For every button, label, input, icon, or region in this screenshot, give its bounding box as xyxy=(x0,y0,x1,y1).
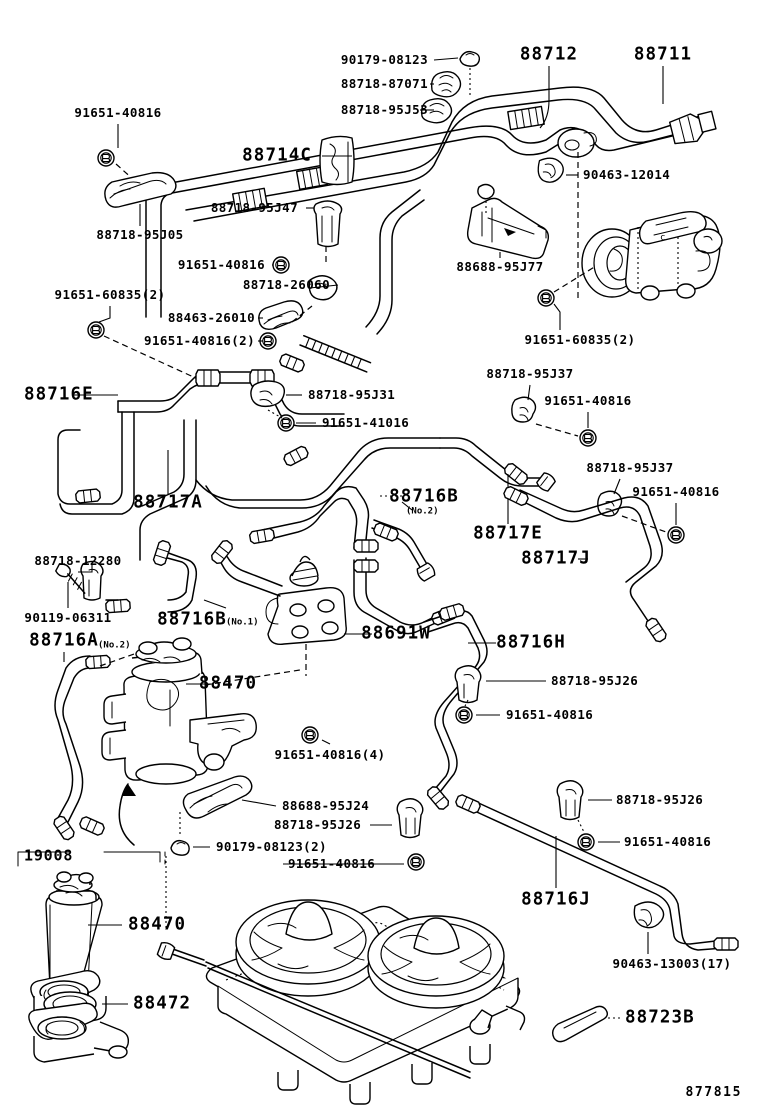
part-label-88718-95j47: 88718-95J47 xyxy=(210,199,298,215)
part-label-88716a: 88716A xyxy=(29,630,99,651)
part-label-88470: 88470 xyxy=(128,914,187,935)
part-label-91651-40816: 91651-40816 xyxy=(624,833,712,849)
part-label-88718-95j31: 88718-95J31 xyxy=(308,386,396,402)
part-label-91651-40816-4: 91651-40816(4) xyxy=(274,746,386,762)
part-label-88723b: 88723B xyxy=(625,1007,695,1028)
part-label-90463-12014: 90463-12014 xyxy=(583,166,671,182)
part-sublabel-3: (No.1) xyxy=(226,617,259,628)
part-label-88717j: 88717J xyxy=(521,548,591,569)
part-label-91651-40816-2: 91651-40816(2) xyxy=(144,332,255,348)
part-label-88714c: 88714C xyxy=(242,145,312,166)
part-label-88711: 88711 xyxy=(633,44,693,65)
part-sublabel-2: (No.2) xyxy=(98,640,131,651)
part-label-88716j: 88716J xyxy=(521,889,591,910)
part-label-88718-95j37: 88718-95J37 xyxy=(586,459,674,475)
sheet-number: 877815 xyxy=(685,1085,742,1100)
part-label-88717a: 88717A xyxy=(133,492,203,513)
part-label-88718-95j26: 88718-95J26 xyxy=(551,672,639,688)
part-label-88718-95j53: 88718-95J53 xyxy=(340,101,428,117)
part-label-91651-40816: 91651-40816 xyxy=(74,104,162,120)
part-label-88712: 88712 xyxy=(519,44,579,65)
part-label-88718-87071: 88718-87071 xyxy=(340,75,428,91)
part-label-91651-60835-2: 91651-60835(2) xyxy=(54,286,166,302)
part-label-88470: 88470 xyxy=(198,673,258,694)
part-label-88691w: 88691W xyxy=(361,623,431,644)
part-label-88716e: 88716E xyxy=(24,384,94,405)
part-label-88718-26060: 88718-26060 xyxy=(242,276,330,292)
part-label-88717e: 88717E xyxy=(473,523,543,544)
part-label-88463-26010: 88463-26010 xyxy=(167,309,255,325)
part-label-90179-08123-2: 90179-08123(2) xyxy=(216,838,327,854)
part-label-91651-40816: 91651-40816 xyxy=(506,706,594,722)
part-label-91651-40816: 91651-40816 xyxy=(632,483,720,499)
part-label-19008: 19008 xyxy=(24,846,74,865)
part-sublabel-1: (No.2) xyxy=(406,506,439,517)
part-label-88716b: 88716B xyxy=(389,486,459,507)
part-label-88688-95j24: 88688-95J24 xyxy=(282,797,370,813)
part-label-88718-95j37: 88718-95J37 xyxy=(486,365,574,381)
part-label-88688-95j77: 88688-95J77 xyxy=(456,258,544,274)
part-label-91651-41016: 91651-41016 xyxy=(322,414,410,430)
part-label-88716b: 88716B xyxy=(157,609,227,630)
part-label-88718-95j05: 88718-95J05 xyxy=(96,226,184,242)
part-label-90119-06311: 90119-06311 xyxy=(24,609,112,625)
part-label-88716h: 88716H xyxy=(496,632,566,653)
part-label-88718-12280: 88718-12280 xyxy=(34,552,122,568)
svg-text:c: c xyxy=(660,233,665,243)
part-label-91651-40816: 91651-40816 xyxy=(177,256,265,272)
part-label-91651-40816: 91651-40816 xyxy=(544,392,632,408)
part-label-88718-95j26: 88718-95J26 xyxy=(616,791,704,807)
part-label-91651-60835-2: 91651-60835(2) xyxy=(524,331,636,347)
part-label-90463-13003-17: 90463-13003(17) xyxy=(612,955,732,971)
part-label-90179-08123: 90179-08123 xyxy=(340,51,428,67)
part-label-91651-40816: 91651-40816 xyxy=(288,855,376,871)
part-label-88472: 88472 xyxy=(133,993,192,1014)
part-label-88718-95j26: 88718-95J26 xyxy=(274,816,362,832)
